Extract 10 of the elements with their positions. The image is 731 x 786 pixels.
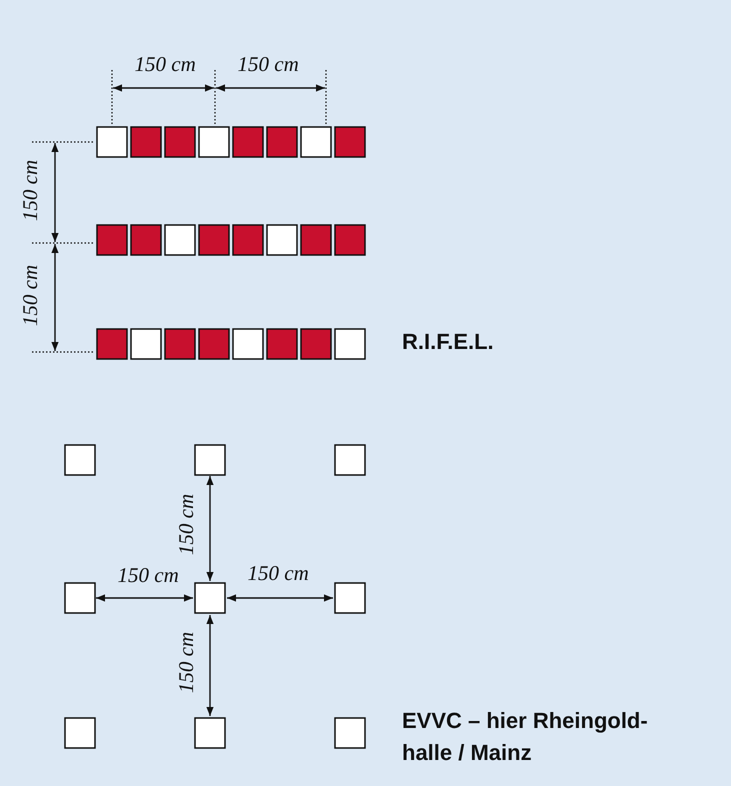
- dimension-label: 150 cm: [176, 493, 197, 555]
- dimension-label: 150 cm: [118, 564, 179, 586]
- dimension-label: 150 cm: [238, 54, 299, 74]
- caption-text: R.I.F.E.L.: [402, 328, 494, 356]
- dimension-label: 150 cm: [134, 54, 196, 74]
- caption-text: EVVC – hier Rheingold- halle / Mainz: [402, 707, 649, 767]
- dimension-label: 150 cm: [248, 562, 309, 584]
- dimension-label: 150 cm: [20, 264, 41, 326]
- dimension-label: 150 cm: [20, 159, 41, 221]
- dimension-label: 150 cm: [176, 631, 197, 693]
